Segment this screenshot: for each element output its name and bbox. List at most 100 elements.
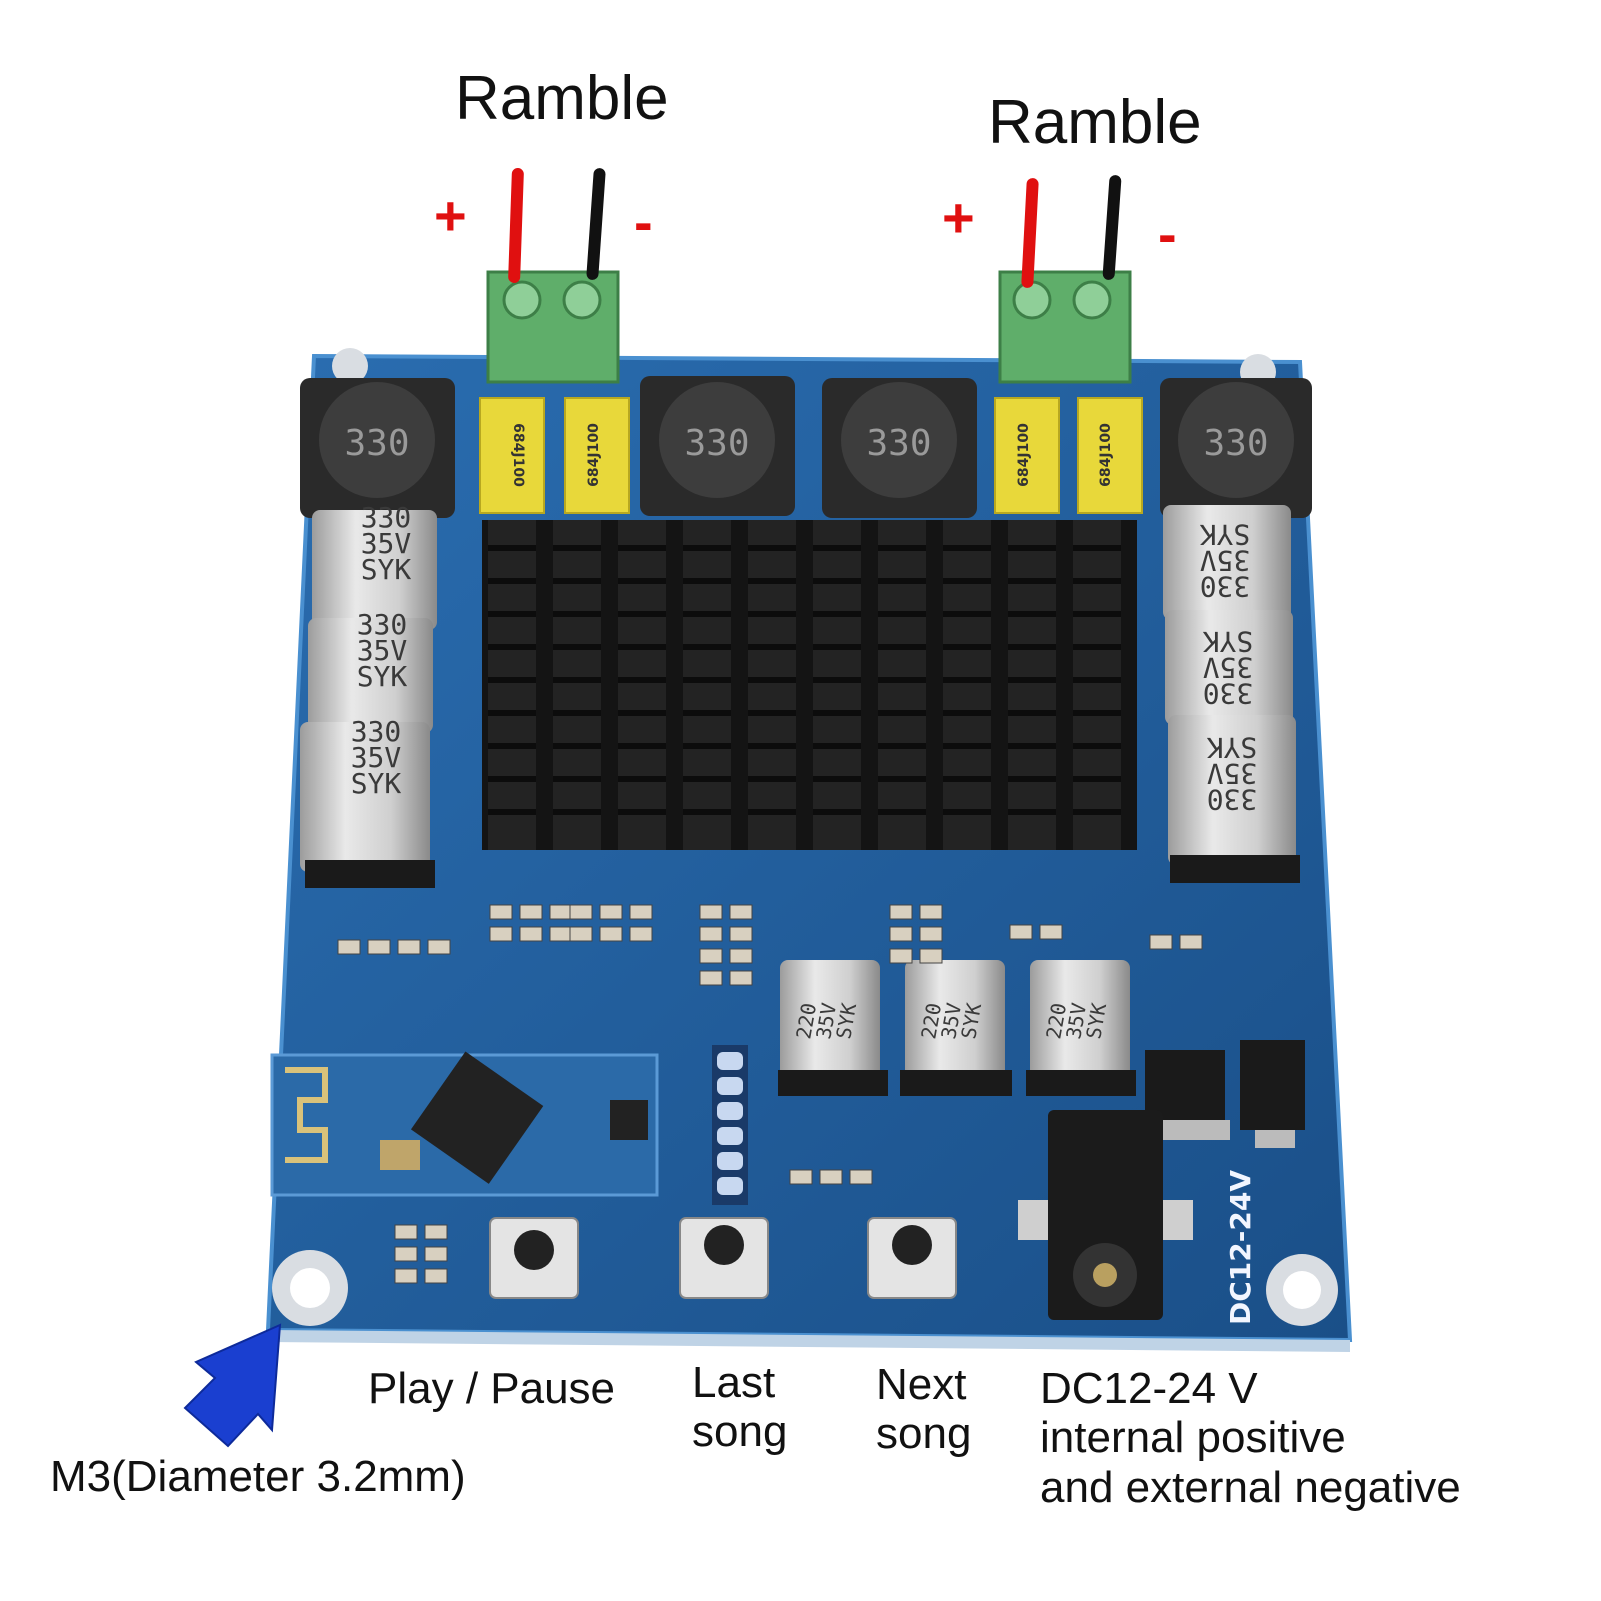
- svg-text:35V: 35V: [361, 527, 412, 560]
- heatsink-fin-groove: [943, 578, 991, 584]
- big-cap-right-1: SYK 35V 330: [1163, 505, 1291, 620]
- terminal-left-minus: -: [634, 190, 653, 253]
- svg-text:35V: 35V: [1203, 651, 1254, 684]
- heatsink-fin-groove: [618, 776, 666, 782]
- svg-text:SYK: SYK: [361, 553, 412, 586]
- led-segment: [717, 1052, 743, 1070]
- smd-pad: [394, 1246, 418, 1262]
- heatsink-fin-groove: [683, 545, 731, 551]
- smd-pad: [889, 904, 913, 920]
- heatsink-fin-groove: [813, 545, 861, 551]
- inductor-3: 330: [822, 378, 977, 518]
- smd-components: [337, 904, 1203, 1284]
- led-segment: [717, 1127, 743, 1145]
- smd-pad: [337, 939, 361, 955]
- heatsink-fin-groove: [1008, 677, 1056, 683]
- big-cap-left-2: 330 35V SYK: [308, 608, 433, 733]
- small-cap-2: 220 35V SYK: [900, 960, 1012, 1096]
- heatsink-fin-groove: [488, 776, 536, 782]
- heatsink-fin-groove: [553, 743, 601, 749]
- led-indicator-bar: [712, 1045, 748, 1205]
- heatsink-fin-groove: [813, 743, 861, 749]
- heatsink-fin: [618, 520, 666, 850]
- svg-text:35V: 35V: [1200, 544, 1251, 577]
- svg-text:SYK: SYK: [351, 767, 402, 800]
- smd-pad: [397, 939, 421, 955]
- heatsink-fin-groove: [488, 644, 536, 650]
- next-song-switch: [867, 1217, 957, 1299]
- smd-pad: [599, 904, 623, 920]
- svg-text:330: 330: [361, 501, 412, 534]
- heatsink-fin-groove: [943, 710, 991, 716]
- power-input-label: DC12-24 V internal positive and external…: [1040, 1364, 1461, 1512]
- inductor-1: 330: [300, 378, 455, 518]
- heatsink-fin-groove: [748, 578, 796, 584]
- silkscreen-dc-label: DC12-24V: [1224, 1170, 1257, 1325]
- svg-text:35V: 35V: [357, 634, 408, 667]
- heatsink-fin-groove: [878, 776, 926, 782]
- svg-text:330: 330: [1203, 677, 1254, 710]
- svg-text:35V: 35V: [1207, 757, 1258, 790]
- heatsink-fin-groove: [878, 677, 926, 683]
- heatsink-fin-groove: [748, 545, 796, 551]
- heatsink-fin-groove: [943, 677, 991, 683]
- led-segment: [717, 1102, 743, 1120]
- smd-pad: [569, 904, 593, 920]
- heatsink-fin: [943, 520, 991, 850]
- last-song-switch: [679, 1217, 769, 1299]
- heatsink-fin-groove: [488, 743, 536, 749]
- smd-pad: [394, 1268, 418, 1284]
- heatsink-fin-groove: [618, 743, 666, 749]
- svg-text:684J100: 684J100: [1016, 423, 1032, 487]
- heatsink-fin-groove: [1008, 776, 1056, 782]
- heatsink-fin-groove: [618, 611, 666, 617]
- heatsink-fin-groove: [618, 677, 666, 683]
- svg-text:330: 330: [351, 715, 402, 748]
- smd-pad: [729, 926, 753, 942]
- heatsink-fin-groove: [1073, 644, 1121, 650]
- led-segment: [717, 1152, 743, 1170]
- heatsink-fin-groove: [943, 644, 991, 650]
- terminal-right-plus: +: [942, 186, 975, 249]
- heatsink-fin-groove: [553, 578, 601, 584]
- heatsink-fin-groove: [618, 545, 666, 551]
- smd-pad: [1009, 924, 1033, 940]
- mount-hole-arrow: [183, 1323, 282, 1448]
- heatsink-fin-groove: [748, 776, 796, 782]
- heatsink-fin-groove: [1008, 710, 1056, 716]
- smd-pad: [549, 926, 573, 942]
- svg-text:330: 330: [357, 608, 408, 641]
- svg-text:330: 330: [1200, 570, 1251, 603]
- heatsink-fin: [553, 520, 601, 850]
- smd-pad: [599, 926, 623, 942]
- heatsink-fin-groove: [813, 644, 861, 650]
- heatsink-fin-groove: [813, 611, 861, 617]
- heatsink-fin-groove: [1008, 809, 1056, 815]
- smd-pad: [729, 904, 753, 920]
- film-cap-1: 684J100: [479, 397, 545, 514]
- svg-text:SYK: SYK: [1200, 518, 1251, 551]
- heatsink: [482, 520, 1137, 850]
- terminal-right-label: Ramble: [988, 88, 1202, 157]
- smd-pad: [367, 939, 391, 955]
- film-cap-3: 684J100: [994, 397, 1060, 514]
- heatsink-fin-groove: [683, 644, 731, 650]
- svg-text:330: 330: [1207, 783, 1258, 816]
- smd-pad: [424, 1224, 448, 1240]
- inductor-2: 330: [640, 376, 795, 516]
- smd-pad: [699, 926, 723, 942]
- smd-pad: [424, 1268, 448, 1284]
- dc-jack: [1018, 1110, 1193, 1320]
- heatsink-fin-groove: [813, 677, 861, 683]
- heatsink-fin-groove: [1073, 776, 1121, 782]
- heatsink-fin-groove: [813, 776, 861, 782]
- heatsink-fin: [748, 520, 796, 850]
- heatsink-fin-groove: [878, 578, 926, 584]
- heatsink-fin-groove: [813, 578, 861, 584]
- heatsink-fin-groove: [488, 710, 536, 716]
- smd-pad: [629, 926, 653, 942]
- heatsink-fin-groove: [553, 545, 601, 551]
- heatsink-fin-groove: [618, 809, 666, 815]
- heatsink-fin-groove: [1073, 611, 1121, 617]
